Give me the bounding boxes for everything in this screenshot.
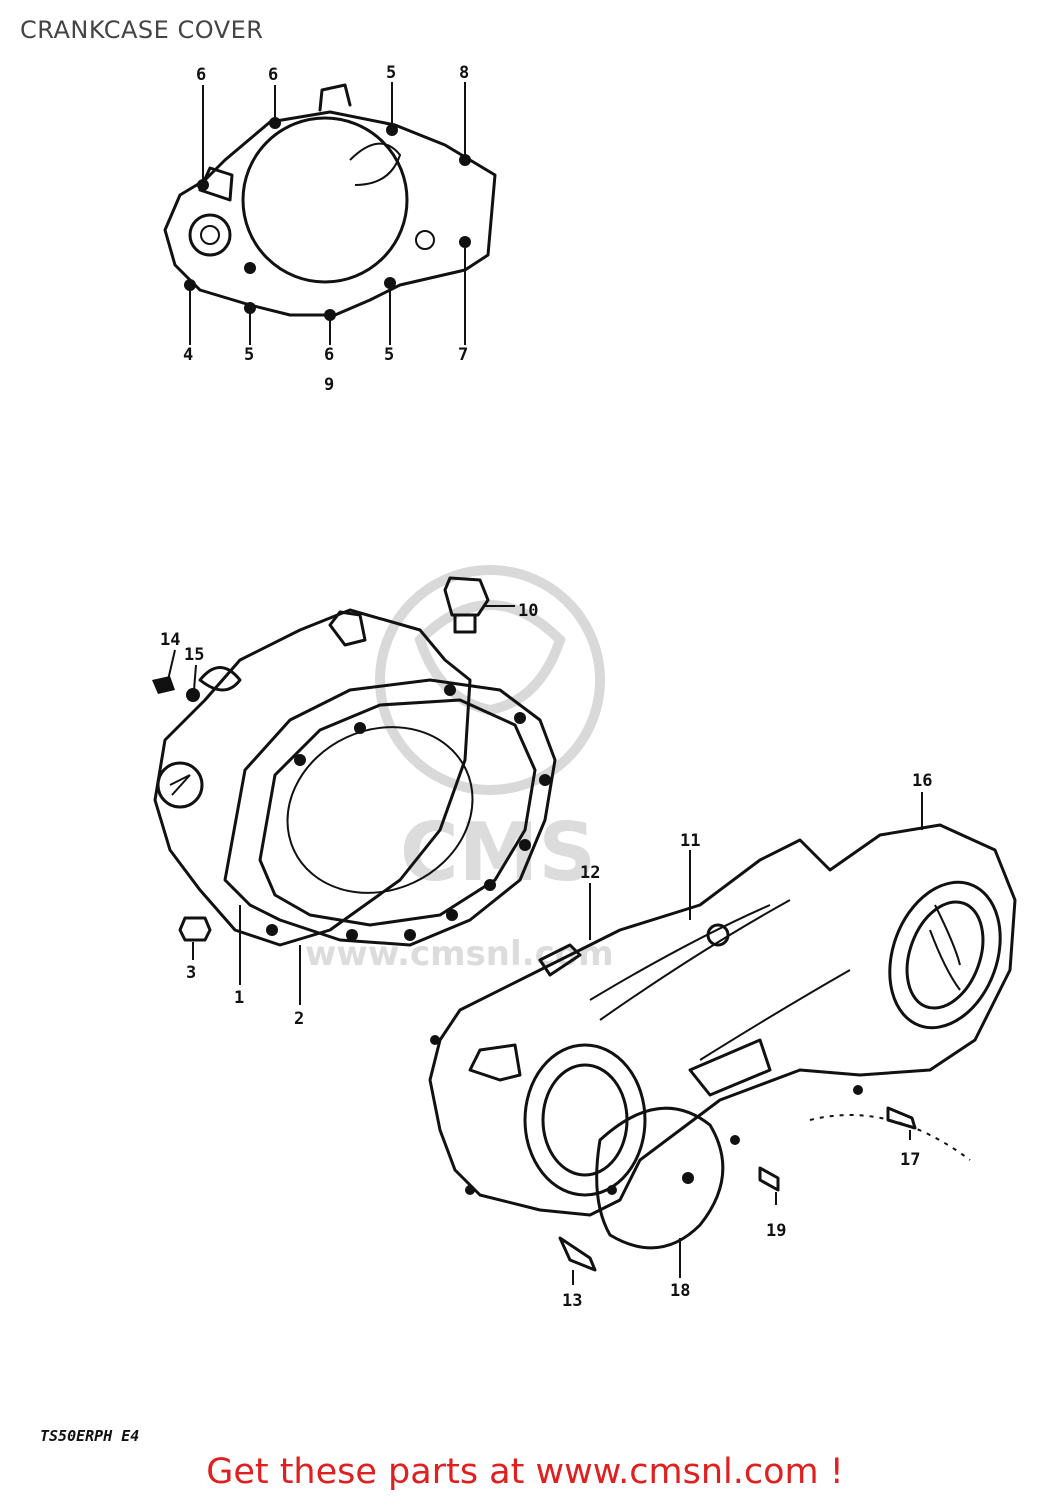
- crankcase-cover-drawing: [152, 576, 557, 947]
- callout-14: 14: [160, 630, 180, 650]
- callout-15: 15: [184, 645, 204, 665]
- callout-19: 19: [766, 1221, 786, 1241]
- callout-labels: 6 6 5 8 4 5 6 9 5 7 10 14 15 3 1 2 16 11…: [160, 63, 932, 1311]
- top-cover-drawing: [163, 83, 497, 321]
- shop-link[interactable]: Get these parts at www.cmsnl.com !: [206, 1452, 844, 1492]
- callout-4: 4: [183, 345, 193, 365]
- callout-8: 8: [459, 63, 469, 83]
- lower-cover-leaders: [572, 792, 923, 1285]
- callout-1: 1: [234, 988, 244, 1008]
- callout-5a: 5: [386, 63, 396, 83]
- callout-3: 3: [186, 963, 196, 983]
- callout-11: 11: [680, 831, 700, 851]
- crankcase-cover-leaders: [167, 605, 515, 1005]
- callout-2: 2: [294, 1009, 304, 1029]
- callout-5b: 5: [244, 345, 254, 365]
- top-cover-leaders: [189, 82, 466, 345]
- callout-13: 13: [562, 1291, 582, 1311]
- callout-16: 16: [912, 771, 932, 791]
- callout-18: 18: [670, 1281, 690, 1301]
- footer-banner: Get these parts at www.cmsnl.com !: [0, 1452, 1050, 1492]
- model-code-label: TS50ERPH E4: [40, 1427, 139, 1445]
- callout-6a: 6: [196, 65, 206, 85]
- callout-6c: 6: [324, 345, 334, 365]
- callout-7: 7: [458, 345, 468, 365]
- lower-cover-drawing: [428, 823, 1017, 1272]
- callout-6b: 6: [268, 65, 278, 85]
- page-title: CRANKCASE COVER: [20, 16, 264, 44]
- callout-9: 9: [324, 375, 334, 395]
- callout-17: 17: [900, 1150, 920, 1170]
- callout-10: 10: [518, 601, 538, 621]
- watermark-logo-text: CMS: [400, 806, 596, 899]
- callout-5c: 5: [384, 345, 394, 365]
- callout-12: 12: [580, 863, 600, 883]
